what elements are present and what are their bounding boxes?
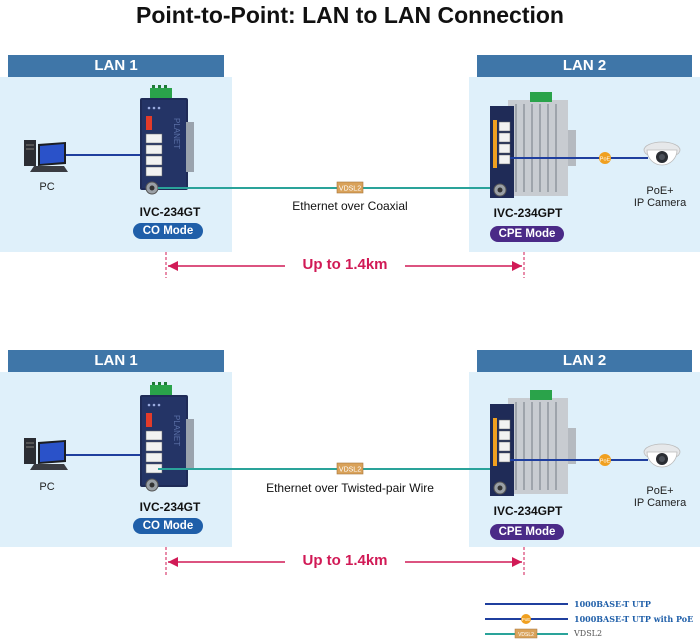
bnc-connector-icon — [145, 478, 159, 492]
distance-label-2: Up to 1.4km — [285, 552, 405, 569]
legend-utp-poe-label: 1000BASE-T UTP with PoE — [574, 614, 694, 624]
legend-poe-icon — [521, 614, 531, 624]
ip-camera-icon — [643, 141, 681, 166]
bnc-connector-icon — [493, 481, 507, 495]
tab-corner-right — [224, 350, 232, 372]
device-right-name-2: IVC-234GPT — [493, 504, 563, 518]
bnc-connector-icon — [145, 181, 159, 195]
lan-1-label: LAN 1 — [94, 57, 138, 74]
lan-2-header-2: LAN 2 — [469, 350, 700, 372]
vdsl2-tag-text: VDSL2 — [339, 467, 361, 474]
legend-poe-tag-text: PoE — [522, 617, 531, 622]
switch-ivc-234gt-icon — [139, 84, 195, 191]
vdsl2-tag — [336, 181, 364, 194]
connection-label: Ethernet over Coaxial — [292, 199, 408, 213]
arrow-right-icon — [512, 557, 522, 567]
tab-corner-right — [692, 55, 700, 77]
arrow-right-icon — [512, 261, 522, 271]
co-mode-badge-2: CO Mode — [133, 518, 203, 534]
lan-1-label-2: LAN 1 — [94, 352, 138, 369]
tab-corner-left — [0, 350, 8, 372]
pc-icon — [24, 140, 68, 172]
camera-label-line-2: IP Camera — [633, 197, 687, 209]
legend-vdsl-tag-text: VDSL2 — [518, 632, 534, 638]
device-left-name-2: IVC-234GT — [139, 500, 201, 514]
tab-corner-right — [692, 350, 700, 372]
lan-1-header-2: LAN 1 — [0, 350, 232, 372]
lan-2-label-2: LAN 2 — [562, 352, 607, 369]
vdsl2-tag — [336, 462, 364, 475]
tab-corner-left — [0, 55, 8, 77]
vdsl2-tag-text: VDSL2 — [339, 186, 361, 193]
camera-label-line-2-2: IP Camera — [633, 497, 687, 509]
cpe-mode-badge: CPE Mode — [490, 226, 564, 242]
poe-tag-icon — [599, 454, 611, 466]
legend-vdsl-label: VDSL2 — [574, 629, 603, 638]
pc-label-2: PC — [39, 481, 55, 493]
page-title: Point-to-Point: LAN to LAN Connection — [136, 2, 564, 28]
legend-vdsl-tag — [514, 628, 538, 639]
poe-tag-icon — [599, 152, 611, 164]
poe-tag-text: PoE — [600, 157, 611, 163]
distance-label: Up to 1.4km — [285, 256, 405, 273]
camera-label-line-1-2: PoE+ — [646, 485, 674, 497]
camera-label-line-1: PoE+ — [646, 185, 674, 197]
co-mode-badge: CO Mode — [133, 223, 203, 239]
switch-ivc-234gpt-icon — [489, 389, 577, 497]
tab-corner-right — [224, 55, 232, 77]
switch-ivc-234gt-icon — [139, 381, 195, 488]
arrow-left-icon — [168, 261, 178, 271]
lan-1-header: LAN 1 — [0, 55, 232, 77]
pc-icon — [24, 438, 68, 470]
bnc-connector-icon — [493, 183, 507, 197]
tab-corner-left — [469, 350, 477, 372]
arrow-left-icon — [168, 557, 178, 567]
legend-utp-label: 1000BASE-T UTP — [574, 599, 651, 609]
cpe-mode-badge-2: CPE Mode — [490, 524, 564, 540]
device-right-name: IVC-234GPT — [493, 206, 563, 220]
device-left-name: IVC-234GT — [139, 205, 201, 219]
connection-label-2: Ethernet over Twisted-pair Wire — [266, 481, 434, 495]
tab-corner-left — [469, 55, 477, 77]
lan-2-label: LAN 2 — [562, 57, 607, 74]
switch-ivc-234gpt-icon — [489, 91, 577, 199]
lan-2-header: LAN 2 — [469, 55, 700, 77]
pc-label: PC — [39, 181, 55, 193]
ip-camera-icon — [643, 443, 681, 468]
poe-tag-text: PoE — [600, 459, 611, 465]
